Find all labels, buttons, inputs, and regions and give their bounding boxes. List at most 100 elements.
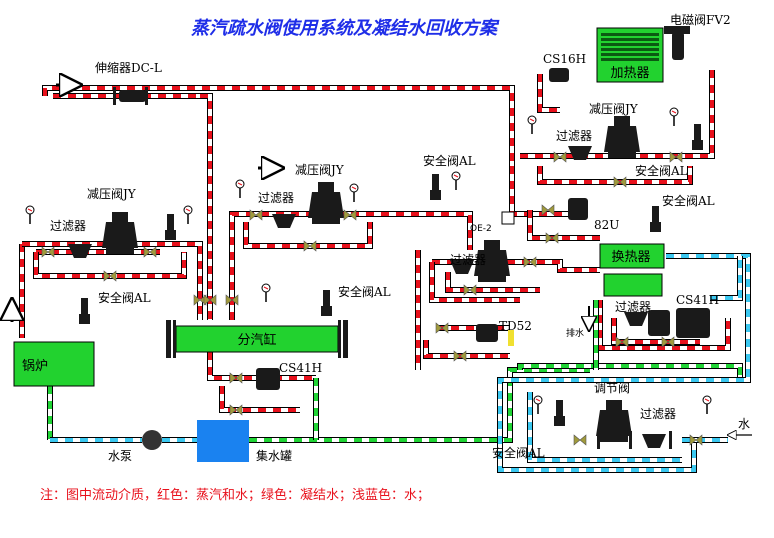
valve-devices bbox=[25, 26, 712, 449]
strainer-bottom bbox=[642, 434, 666, 448]
cs16h-trap bbox=[549, 68, 569, 82]
strainer-left bbox=[68, 244, 92, 258]
pipe-inner bbox=[22, 242, 202, 320]
pipe-flow-steam bbox=[430, 262, 520, 302]
pipe-inner bbox=[249, 368, 590, 442]
pipe-flow-cond bbox=[518, 364, 742, 380]
safety-valve-top-stem bbox=[432, 174, 439, 190]
gate-valve-water-in bbox=[689, 434, 703, 446]
diagram-title: 蒸汽疏水阀使用系统及凝结水回收方案 bbox=[191, 18, 500, 39]
cs41h-hx-trap bbox=[648, 310, 670, 336]
label-safety-right: 安全阀AL bbox=[662, 193, 715, 208]
label-strainer-hx: 过滤器 bbox=[615, 300, 651, 314]
gate-valve-cs41-b bbox=[229, 404, 243, 416]
label-safety-bottom: 安全阀AL bbox=[492, 445, 545, 460]
heater-coil-tube bbox=[601, 58, 659, 61]
pipe-outline bbox=[423, 340, 510, 359]
prv-mid bbox=[308, 192, 344, 218]
steam-header: 分汽缸 bbox=[166, 320, 348, 358]
flow-arrows bbox=[12, 85, 752, 435]
pressure-gauge-top-needle bbox=[453, 174, 459, 178]
heater-coil bbox=[601, 33, 659, 61]
label-control-valve: 调节阀 bbox=[594, 381, 630, 395]
pipe-outline bbox=[33, 252, 187, 279]
safety-valve-left-stem bbox=[81, 298, 88, 314]
solenoid-valve bbox=[672, 32, 684, 60]
pipe-flow-steam bbox=[43, 86, 514, 166]
pipe-flow-steam bbox=[424, 340, 510, 358]
label-cs41h-bottom: CS41H bbox=[279, 361, 322, 375]
pipe-flow-steam bbox=[208, 352, 316, 380]
pipe-flow-steam bbox=[200, 94, 212, 320]
pressure-gauge-water-in-needle bbox=[704, 398, 710, 402]
gate-valve-hx-a bbox=[615, 336, 629, 348]
safety-valve-bottom bbox=[554, 416, 565, 426]
pressure-gauge-mid-out-needle bbox=[351, 186, 357, 190]
label-safety-header: 安全阀AL bbox=[338, 284, 391, 299]
td52-outlet bbox=[508, 330, 514, 346]
gate-valve-heater-bypass bbox=[613, 176, 627, 188]
trap-82u bbox=[568, 198, 588, 220]
safety-valve-right bbox=[650, 222, 661, 232]
gate-valve-mid-bypass bbox=[303, 240, 317, 252]
heater-coil-tube bbox=[601, 48, 659, 51]
label-drain: 排水 bbox=[566, 327, 584, 339]
strainer-heater bbox=[568, 146, 592, 160]
safety-valve-heater-stem bbox=[694, 124, 701, 140]
safety-valve-heater bbox=[692, 140, 703, 150]
control-valve bbox=[596, 410, 632, 436]
pressure-gauge-left-out-needle bbox=[185, 208, 191, 212]
pipe-flow-water bbox=[528, 392, 682, 462]
control-valve-base bbox=[600, 434, 628, 442]
pressure-gauge-left-in-needle bbox=[27, 208, 33, 212]
strainer-td-valve-base bbox=[478, 274, 506, 282]
legend-note: 注：图中流动介质，红色：蒸汽和水；绿色：凝结水；浅蓝色：水； bbox=[40, 487, 430, 503]
label-prv-left: 减压阀JY bbox=[87, 187, 137, 201]
gate-valve-left-a bbox=[41, 246, 55, 258]
pipe-flow-steam bbox=[220, 386, 300, 412]
heater-label: 加热器 bbox=[610, 66, 649, 81]
label-82u: 82U bbox=[594, 218, 619, 232]
gate-valve-td52-b bbox=[453, 350, 467, 362]
prv-left bbox=[102, 222, 138, 248]
heat-exchanger-label: 换热器 bbox=[611, 250, 650, 265]
prv-mid-base bbox=[312, 216, 340, 224]
water-pump bbox=[142, 430, 162, 450]
safety-valve-right-stem bbox=[652, 206, 659, 222]
control-valve-cap bbox=[606, 400, 622, 410]
safety-valve-top bbox=[430, 190, 441, 200]
prv-left-base bbox=[106, 246, 134, 254]
expansion-joint-flange bbox=[113, 87, 116, 105]
pipe-inner bbox=[528, 210, 600, 240]
pipe-flow-steam bbox=[22, 242, 202, 320]
safety-valve-left-b-stem bbox=[167, 214, 174, 230]
collecting-tank bbox=[197, 420, 249, 462]
pipe-inner bbox=[34, 252, 186, 278]
pipe-flow-water bbox=[710, 256, 742, 300]
gate-valve-82u bbox=[541, 204, 555, 216]
safety-valve-header bbox=[321, 306, 332, 316]
pressure-gauge-header-needle bbox=[263, 286, 269, 290]
gate-valve-header-c bbox=[225, 294, 239, 306]
pipe-outline bbox=[243, 222, 373, 249]
cs41h-bottom bbox=[256, 368, 280, 390]
label-water-in: 水 bbox=[738, 417, 750, 431]
gate-valve-control-a bbox=[573, 434, 587, 446]
label-strainer-heater: 过滤器 bbox=[556, 129, 592, 143]
boiler: 锅炉 bbox=[13, 341, 95, 387]
trap-td52 bbox=[476, 324, 498, 342]
label-td52: TD52 bbox=[499, 319, 532, 333]
gate-valve-heater-a bbox=[553, 151, 567, 163]
label-solenoid-valve: 电磁阀FV2 bbox=[670, 12, 731, 27]
strainer-bottom-flange bbox=[669, 431, 672, 449]
label-oe2: OE-2 bbox=[470, 224, 492, 234]
pressure-gauge-heater-out-needle bbox=[671, 110, 677, 114]
strainer-td-valve-cap bbox=[484, 240, 500, 250]
gate-valve-82u-b bbox=[545, 232, 559, 244]
safety-valve-left-b bbox=[165, 230, 176, 240]
boiler-label: 锅炉 bbox=[22, 358, 48, 374]
label-tank: 集水罐 bbox=[256, 448, 292, 463]
gate-valve-hx-b bbox=[661, 336, 675, 348]
heater-coil-tube bbox=[601, 38, 659, 41]
label-prv-mid: 减压阀JY bbox=[295, 163, 345, 177]
